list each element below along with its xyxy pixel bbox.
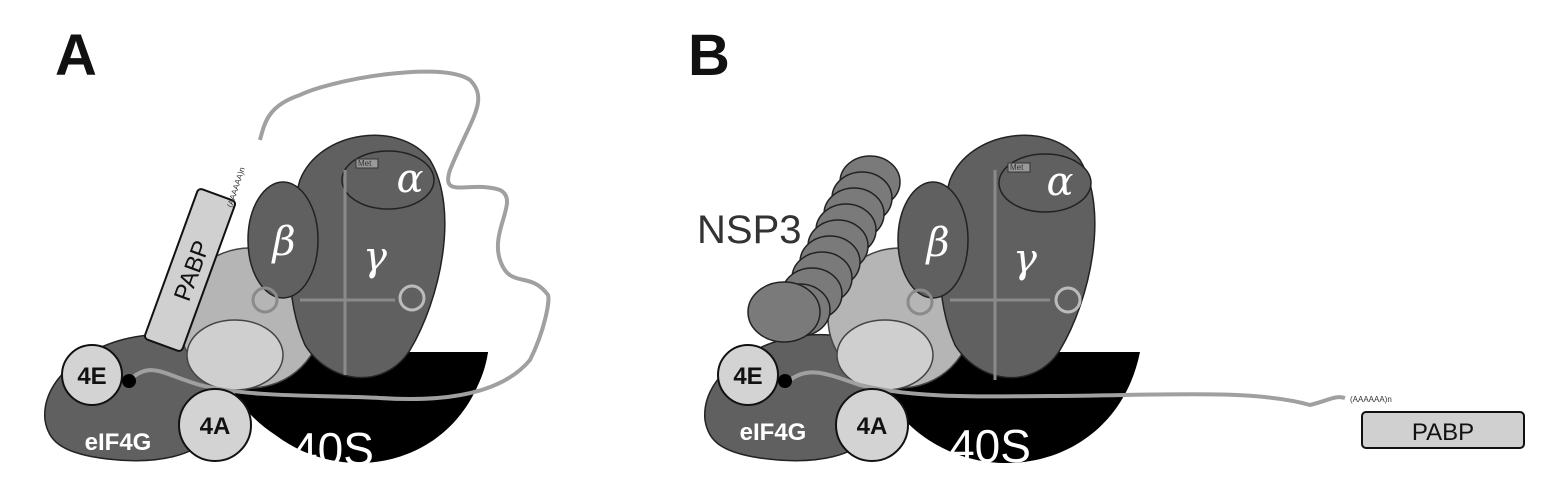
pabp-box-a	[143, 188, 237, 352]
ribosome-40s-body-a	[222, 352, 488, 463]
met-label-a: Met	[358, 159, 372, 168]
beta-label-b: β	[924, 220, 949, 266]
ribosome-label-a: 40S	[292, 423, 374, 475]
ribosome-40s-body-b	[868, 352, 1140, 463]
cap-dot-b	[778, 374, 792, 388]
eif4a-circle-b	[835, 388, 909, 462]
eif2-beta-shape-a	[247, 181, 319, 299]
trna-cloverleaf-a	[251, 170, 426, 375]
polya-label-b: (AAAAAA)n	[1350, 395, 1392, 404]
eif4a-circle-a	[178, 388, 252, 462]
met-trna-box-a	[355, 158, 379, 169]
mrna-strand-a	[128, 69, 551, 402]
eif4e-label-b: 4E	[733, 363, 762, 390]
alpha-label-b: α	[1046, 159, 1073, 205]
gamma-label-a: γ	[363, 234, 387, 280]
cap-dot-a	[122, 374, 136, 388]
eif4a-label-a: 4A	[200, 413, 231, 440]
alpha-label-a: α	[396, 156, 423, 202]
polya-label-a: (AAAAAA)n	[225, 166, 246, 209]
pabp-box-b	[1361, 411, 1525, 449]
eif3-lighter-domain-a	[186, 319, 284, 391]
eif2-beta-shape-b	[897, 181, 969, 299]
nsp3-shape-b	[747, 155, 901, 343]
trna-cloverleaf-b	[906, 170, 1082, 380]
beta-label-a: β	[270, 219, 295, 265]
eif4e-circle-b	[717, 344, 779, 406]
eif4a-label-b: 4A	[857, 413, 888, 440]
eif3-lighter-domain-b	[836, 319, 934, 391]
eif4e-label-a: 4E	[77, 363, 106, 390]
panel-a: A Met PABP (AAAAAA)n 4E	[44, 23, 551, 475]
ribosome-label-b: 40S	[949, 420, 1031, 472]
met-label-b: Met	[1010, 163, 1024, 172]
eif4g-label-a: eIF4G	[85, 429, 152, 456]
nsp3-label-b: NSP3	[697, 208, 802, 252]
pabp-label-b: PABP	[1412, 419, 1474, 446]
eif4g-label-b: eIF4G	[740, 419, 807, 446]
eif4e-circle-a	[61, 344, 123, 406]
panel-a-letter: A	[55, 23, 97, 88]
gamma-label-b: γ	[1013, 236, 1037, 282]
panel-b: B Met	[688, 23, 1525, 472]
mrna-strand-b	[788, 370, 1346, 408]
met-trna-box-b	[1007, 162, 1031, 173]
panel-b-letter: B	[688, 23, 730, 88]
